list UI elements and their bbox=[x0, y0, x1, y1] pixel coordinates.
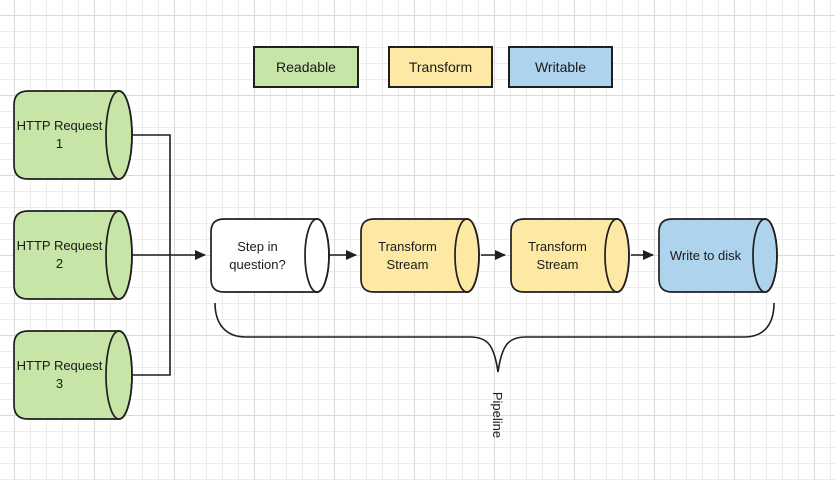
cylinder-write-to-disk[interactable]: Write to disk bbox=[658, 218, 778, 293]
cylinder-step-in-question[interactable]: Step in question? bbox=[210, 218, 330, 293]
cylinder-http-request-2[interactable]: HTTP Request 2 bbox=[13, 210, 133, 300]
connector-request3-to-junction[interactable] bbox=[133, 255, 171, 376]
legend-writable[interactable]: Writable bbox=[508, 46, 613, 88]
cylinder-transform-stream-1[interactable]: Transform Stream bbox=[360, 218, 480, 293]
cylinder-label: Step in question? bbox=[229, 238, 286, 272]
cylinder-transform-stream-2[interactable]: Transform Stream bbox=[510, 218, 630, 293]
pipeline-label: Pipeline bbox=[490, 391, 506, 439]
legend-transform-label: Transform bbox=[408, 59, 473, 75]
cylinder-label: HTTP Request 1 bbox=[16, 118, 103, 151]
cylinder-label: Transform Stream bbox=[528, 238, 587, 272]
legend-writable-label: Writable bbox=[534, 59, 587, 75]
cylinder-label: HTTP Request 3 bbox=[16, 358, 103, 391]
pipeline-brace[interactable] bbox=[214, 302, 775, 373]
cylinder-label: Transform Stream bbox=[378, 238, 437, 272]
connector-request1-to-junction[interactable] bbox=[133, 134, 171, 255]
legend-readable-label: Readable bbox=[276, 59, 336, 75]
cylinder-label: Write to disk bbox=[669, 247, 742, 263]
cylinder-label: HTTP Request 2 bbox=[16, 238, 103, 271]
cylinder-http-request-1[interactable]: HTTP Request 1 bbox=[13, 90, 133, 180]
cylinder-http-request-3[interactable]: HTTP Request 3 bbox=[13, 330, 133, 420]
legend-readable[interactable]: Readable bbox=[253, 46, 359, 88]
legend-transform[interactable]: Transform bbox=[388, 46, 493, 88]
